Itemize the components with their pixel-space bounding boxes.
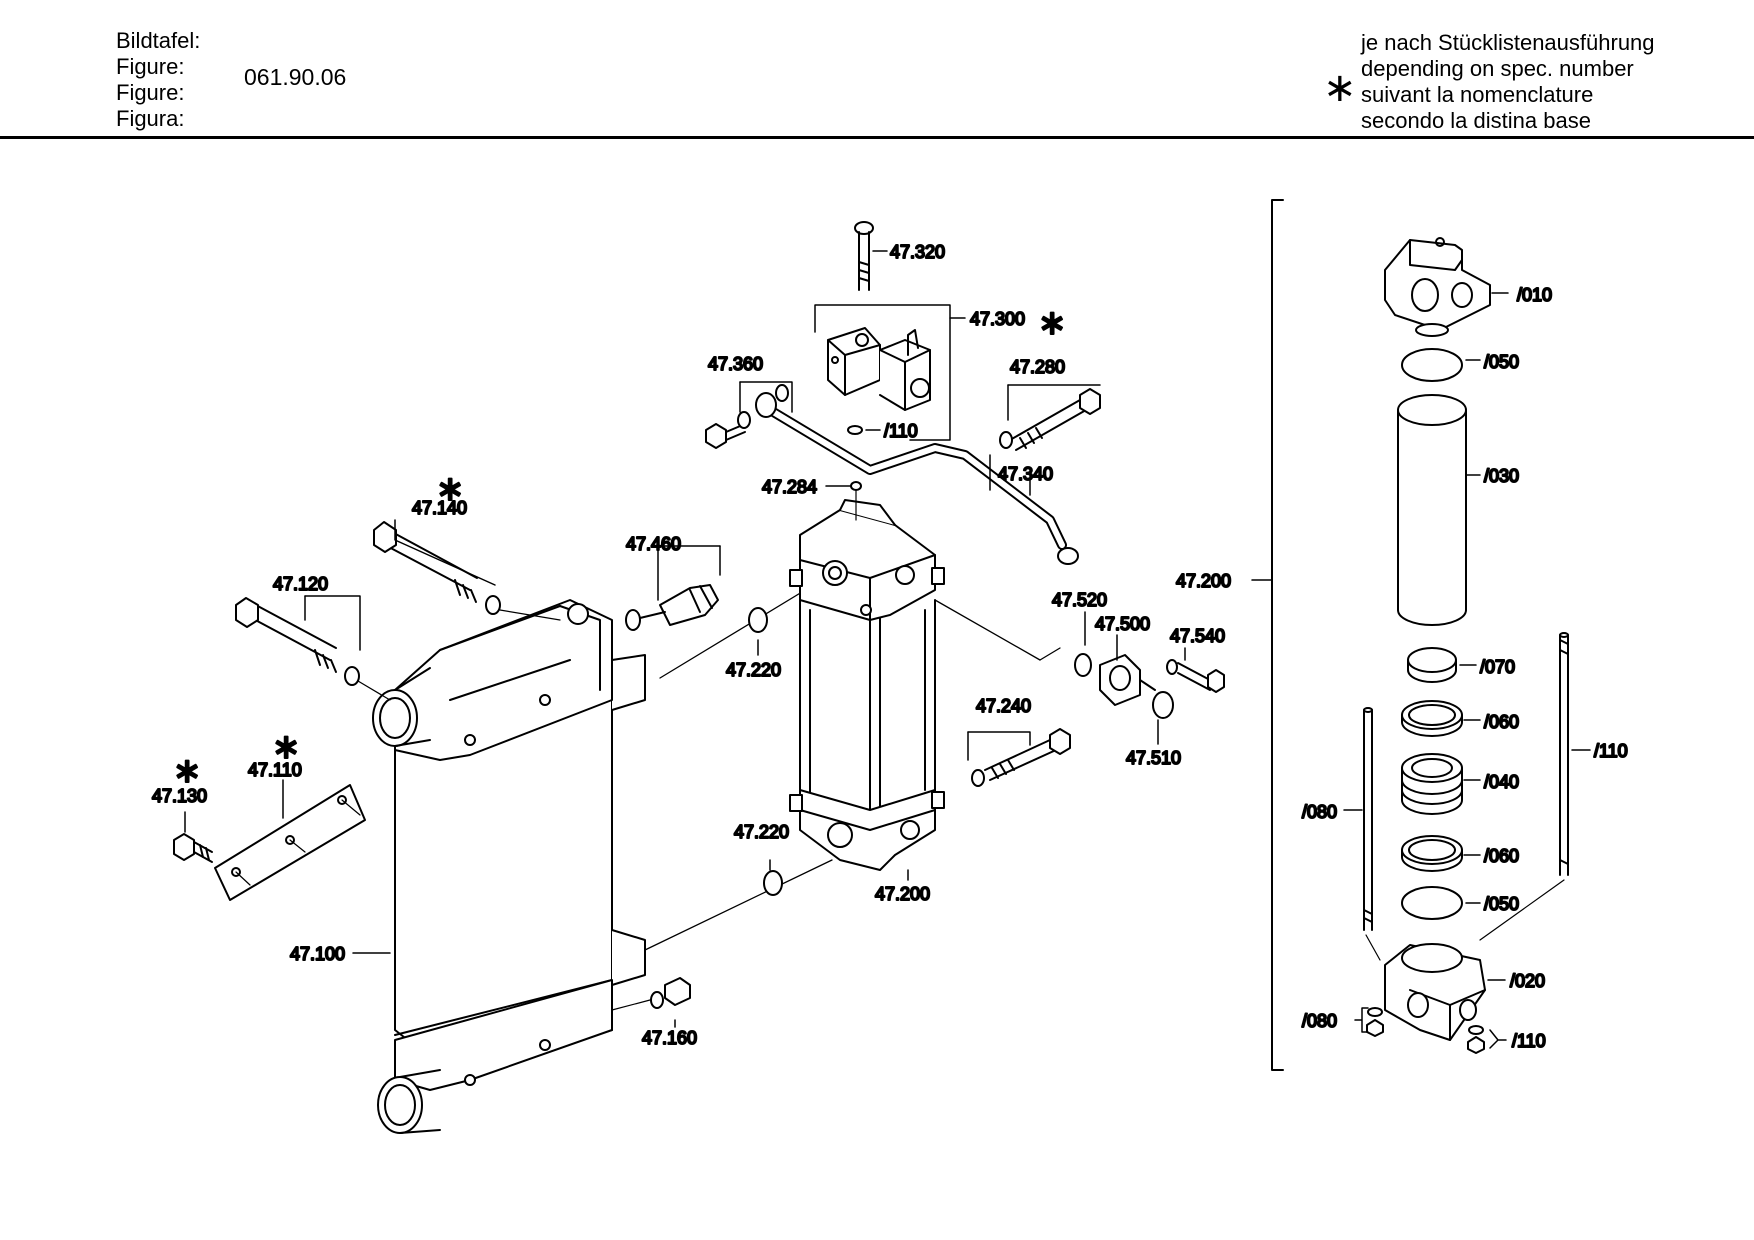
header-left-labels: Bildtafel: Figure: Figure: Figura: [116,28,200,132]
callout-47-520: 47.520 [1052,590,1107,610]
figure-number: 061.90.06 [244,64,347,90]
callout-010: /010 [1517,285,1552,305]
callout-050-bottom: /050 [1484,894,1519,914]
callout-labels: 47.320 47.300 ∗ 47.360 47.280 /110 47.28… [151,241,1629,1052]
pipe-47-340 [755,392,1079,565]
option-star-icon: ∗ [436,470,465,508]
o-ring-47-220-top [748,607,768,633]
o-ring-110 [847,425,863,435]
option-star-icon: ∗ [1038,304,1067,342]
callout-47-240: 47.240 [976,696,1031,716]
label-bildtafel: Bildtafel: [116,28,201,53]
callout-47-120: 47.120 [273,574,328,594]
option-star-icon: ∗ [272,728,301,766]
ring-050-bottom [1401,886,1463,920]
bolt-47-320 [854,221,874,291]
piston-040 [1401,753,1463,815]
ring-050-top [1401,348,1463,382]
callout-47-200-mid: 47.200 [875,884,930,904]
ring-070 [1407,647,1457,683]
callout-060-bottom: /060 [1484,846,1519,866]
bolt-47-540 [1166,659,1225,693]
callout-47-140: 47.140 [412,498,467,518]
callout-47-300: 47.300 [970,309,1025,329]
ring-060-top [1401,700,1463,737]
callout-47-220-bottom: 47.220 [734,822,789,842]
callout-47-110: 47.110 [248,760,302,780]
callout-110-bottom: /110 [1512,1031,1546,1051]
ring-060-bottom [1401,835,1463,872]
part-010-head [1384,237,1491,337]
plate-47-110 [214,784,366,901]
seal-47-284 [850,481,862,491]
nut-110 [1467,1025,1485,1054]
bolt-47-280 [999,388,1101,451]
callout-47-200-side: 47.200 [1176,571,1231,591]
callout-47-220-top: 47.220 [726,660,781,680]
callout-080-bottom: /080 [1302,1011,1337,1031]
tie-rod-110 [1559,632,1569,876]
callout-47-100: 47.100 [290,944,345,964]
callout-47-320: 47.320 [890,242,945,262]
filter-housing-part [789,499,945,871]
legend-star-icon: ∗ [1323,66,1357,110]
part-020-base [1384,943,1486,1041]
callout-47-510: 47.510 [1126,748,1181,768]
nut-080 [1366,1007,1384,1037]
label-figure-en: Figure: [116,54,185,79]
callout-050-top: /050 [1484,352,1519,372]
callout-47-460: 47.460 [626,534,681,554]
callout-110-top: /110 [884,421,918,441]
callout-070: /070 [1480,657,1515,677]
sensor-47-460 [625,584,719,631]
tube-030 [1397,394,1467,626]
label-figura: Figura: [116,106,185,131]
callout-020: /020 [1510,971,1545,991]
solenoid-valve-47-300 [827,327,931,411]
valve-47-500 [1099,654,1156,706]
callout-080-side: /080 [1302,802,1337,822]
tie-rod-080 [1363,707,1373,931]
option-star-icon: ∗ [173,752,202,790]
callout-47-284: 47.284 [762,477,817,497]
filter-column-bracket [1271,199,1284,1071]
callout-47-500: 47.500 [1095,614,1150,634]
callout-110-side: /110 [1594,741,1628,761]
callout-47-540: 47.540 [1170,626,1225,646]
header-rule [0,136,1754,139]
o-ring-47-220-bottom [763,870,783,896]
legend-line-fr: suivant la nomenclature [1361,82,1594,107]
bolt-47-240 [971,728,1071,787]
bolt-47-120 [235,597,391,701]
bolt-47-140 [373,521,561,621]
callout-060-top: /060 [1484,712,1519,732]
o-ring-47-510 [1152,691,1174,719]
callout-47-130: 47.130 [152,786,207,806]
legend-line-en: depending on spec. number [1361,56,1634,81]
callout-47-280: 47.280 [1010,357,1065,377]
bolt-47-130 [173,833,213,863]
banjo-bolt-47-360 [705,384,789,449]
leader-lines [184,250,1591,1049]
label-figure-fr: Figure: [116,80,185,105]
intercooler-part [372,599,646,1134]
callout-030: /030 [1484,466,1519,486]
callout-47-360: 47.360 [708,354,763,374]
fitting-47-160 [611,977,691,1011]
header-legend-note: je nach Stücklistenausführung depending … [1361,30,1655,134]
callout-040: /040 [1484,772,1519,792]
legend-line-it: secondo la distina base [1361,108,1591,133]
o-ring-47-520 [1074,653,1092,677]
legend-line-de: je nach Stücklistenausführung [1361,30,1655,55]
callout-47-160: 47.160 [642,1028,697,1048]
callout-47-340: 47.340 [998,464,1053,484]
